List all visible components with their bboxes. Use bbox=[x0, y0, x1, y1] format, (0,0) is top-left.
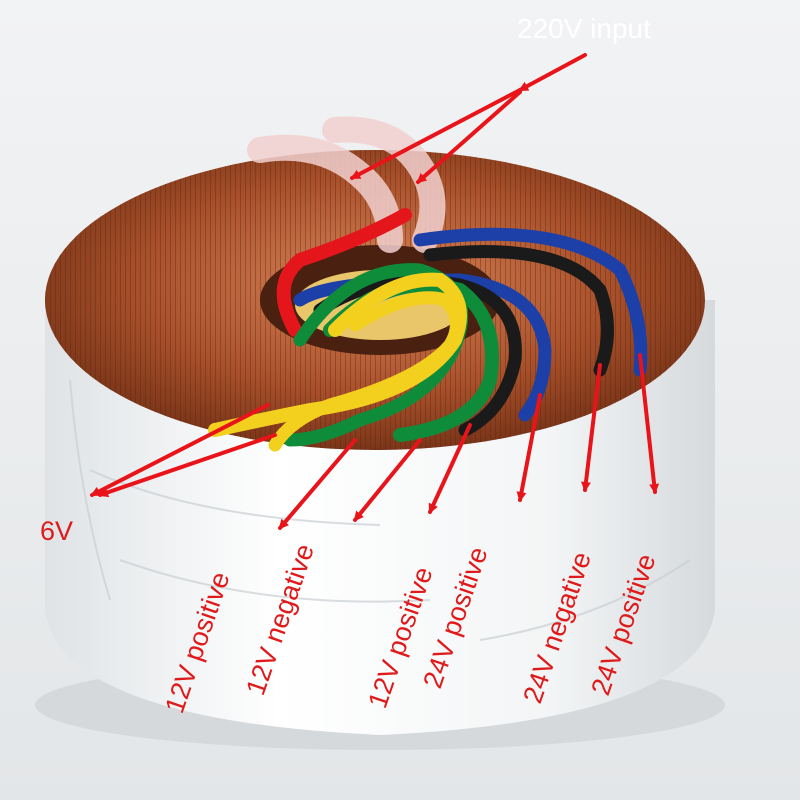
wrap-texture bbox=[69, 379, 691, 641]
label-220v-input: 220V input bbox=[517, 13, 651, 44]
label-6v: 6V bbox=[40, 516, 73, 546]
wire-bundle bbox=[208, 208, 648, 452]
annotation-arrows bbox=[90, 53, 660, 530]
